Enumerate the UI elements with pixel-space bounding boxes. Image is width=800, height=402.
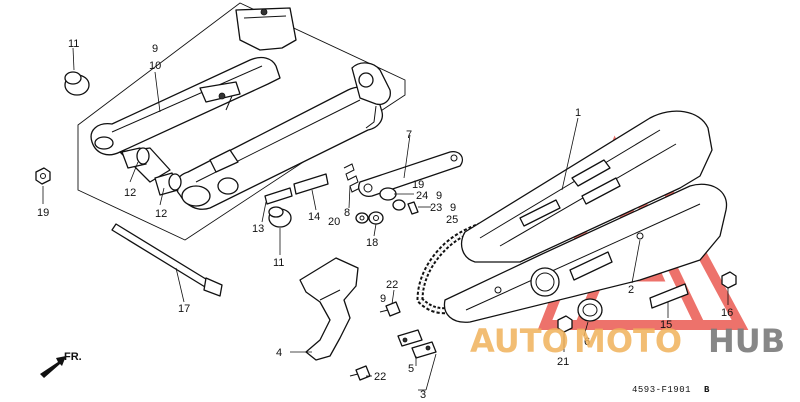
bushing-12-lower bbox=[154, 172, 182, 196]
callout-21: 21 bbox=[557, 356, 569, 368]
front-arrow: FR. bbox=[40, 351, 82, 378]
nut-18 bbox=[368, 211, 384, 225]
master-link-5 bbox=[397, 329, 437, 359]
pivot-bolt-17 bbox=[111, 223, 223, 297]
bushing-12-upper bbox=[121, 147, 150, 169]
callout-9: 9 bbox=[380, 293, 386, 305]
callout-4: 4 bbox=[276, 347, 282, 359]
callout-7: 7 bbox=[406, 129, 412, 141]
callout-22: 22 bbox=[374, 371, 386, 383]
callout-10: 10 bbox=[149, 60, 161, 72]
front-arrow-label: FR. bbox=[64, 351, 82, 363]
cap-11-upper bbox=[64, 71, 90, 96]
bolt-22-lower bbox=[349, 365, 371, 381]
callout-11: 11 bbox=[273, 257, 284, 269]
bolt-16 bbox=[721, 271, 737, 289]
watermark-logo: AUTO MOTO HUB bbox=[470, 322, 785, 360]
pin-23 bbox=[407, 201, 419, 215]
callout-16: 16 bbox=[721, 307, 733, 319]
watermark-text-moto: MOTO bbox=[574, 322, 682, 360]
decal-13 bbox=[264, 187, 293, 205]
callout-20: 20 bbox=[328, 216, 340, 228]
decal-14 bbox=[293, 173, 329, 195]
callout-25: 25 bbox=[446, 214, 458, 226]
swingarm-group-frame bbox=[77, 2, 406, 241]
callout-17: 17 bbox=[178, 303, 190, 315]
callout-19: 19 bbox=[37, 207, 49, 219]
figure-code-suffix: B bbox=[704, 385, 710, 395]
nut-19 bbox=[35, 167, 51, 185]
callout-18: 18 bbox=[366, 237, 378, 249]
callout-2: 2 bbox=[628, 284, 634, 296]
callout-13: 13 bbox=[252, 223, 264, 235]
callout-9: 9 bbox=[450, 202, 456, 214]
callout-23: 23 bbox=[430, 202, 442, 214]
callout-12: 12 bbox=[124, 187, 136, 199]
chain-tensioner-7 bbox=[358, 151, 464, 197]
chain-case-2 bbox=[443, 183, 728, 323]
decal-15 bbox=[649, 283, 689, 309]
callout-9: 9 bbox=[152, 43, 158, 55]
callout-1: 1 bbox=[575, 107, 581, 119]
callout-11: 11 bbox=[68, 38, 79, 50]
callout-22: 22 bbox=[386, 279, 398, 291]
bolt-21 bbox=[557, 315, 573, 333]
callout-24: 24 bbox=[416, 190, 428, 202]
callout-8: 8 bbox=[344, 207, 350, 219]
washer-9-small bbox=[392, 199, 406, 211]
cap-11-middle bbox=[268, 206, 292, 228]
callout-9: 9 bbox=[436, 190, 442, 202]
swing-arm bbox=[90, 7, 391, 210]
callout-15: 15 bbox=[660, 319, 672, 331]
chain-case-1 bbox=[461, 110, 713, 263]
chain-guard-4 bbox=[299, 257, 359, 361]
leader-lines bbox=[42, 47, 729, 391]
collar-24 bbox=[379, 187, 397, 201]
watermark-text-hub: HUB bbox=[708, 322, 785, 360]
washer-20 bbox=[355, 212, 369, 224]
callout-12: 12 bbox=[155, 208, 167, 220]
callout-14: 14 bbox=[308, 211, 320, 223]
figure-code: 4593-F1901 B bbox=[632, 385, 710, 395]
spring-8 bbox=[343, 163, 361, 193]
cap-6 bbox=[577, 298, 603, 322]
callout-6: 6 bbox=[584, 336, 590, 348]
callout-labels: 11 9 10 12 12 19 17 13 14 11 8 20 18 7 1… bbox=[37, 38, 733, 401]
callout-3: 3 bbox=[420, 389, 426, 401]
figure-code-text: 4593-F1901 bbox=[632, 385, 691, 395]
bolt-22-upper bbox=[379, 301, 401, 317]
watermark-text-auto: AUTO bbox=[470, 322, 569, 360]
callout-19: 19 bbox=[412, 179, 424, 191]
callout-5: 5 bbox=[408, 363, 414, 375]
